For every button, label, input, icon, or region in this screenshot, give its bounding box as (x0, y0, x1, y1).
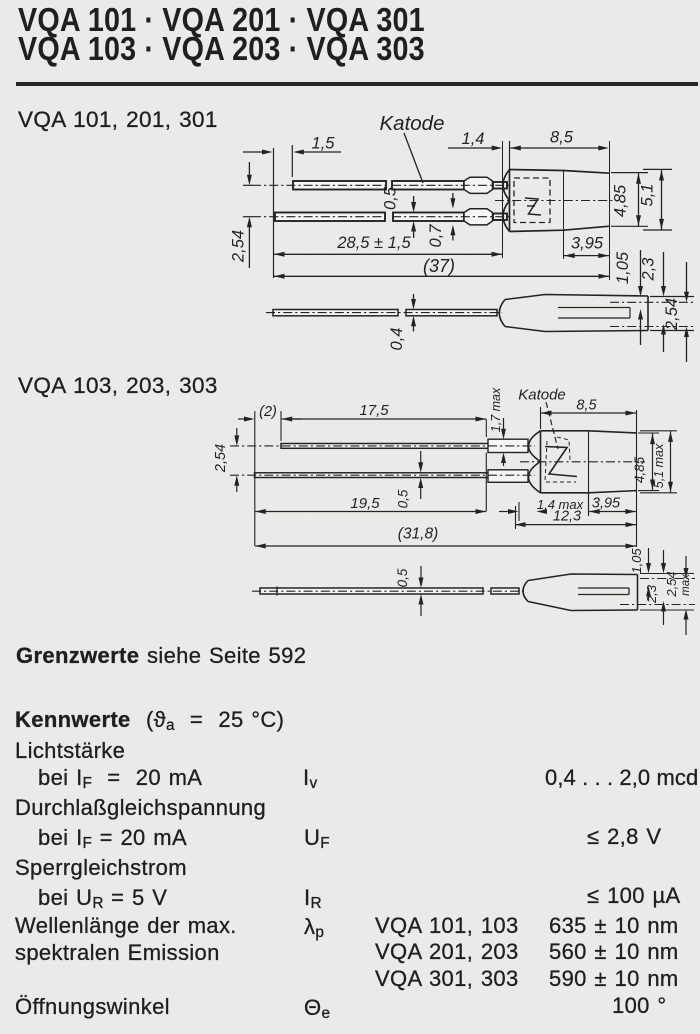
svg-text:1,4: 1,4 (462, 130, 485, 148)
svg-text:0,7: 0,7 (427, 224, 445, 248)
svg-text:2,54: 2,54 (664, 571, 679, 597)
svg-text:17,5: 17,5 (359, 402, 389, 419)
svg-text:(37): (37) (423, 256, 455, 276)
svg-text:0,4: 0,4 (388, 328, 406, 351)
svg-text:3,95: 3,95 (592, 496, 621, 512)
svg-text:1,05: 1,05 (629, 548, 644, 574)
svg-text:1,7 max: 1,7 max (489, 387, 503, 432)
svg-text:28,5 ± 1,5: 28,5 ± 1,5 (336, 234, 411, 252)
svg-text:1,5: 1,5 (312, 135, 336, 153)
svg-text:8,5: 8,5 (576, 398, 597, 414)
svg-text:2,54: 2,54 (213, 444, 229, 473)
svg-text:4,85: 4,85 (632, 456, 647, 483)
svg-text:(31,8): (31,8) (398, 526, 439, 543)
svg-text:19,5: 19,5 (350, 495, 380, 512)
svg-text:0,5: 0,5 (382, 186, 400, 210)
svg-text:5,1 max: 5,1 max (652, 443, 666, 488)
svg-text:2,54: 2,54 (230, 230, 248, 263)
svg-text:1,05: 1,05 (614, 251, 632, 284)
svg-text:8,5: 8,5 (550, 129, 574, 147)
svg-text:2,3: 2,3 (640, 257, 658, 282)
svg-text:2,3: 2,3 (644, 584, 659, 604)
svg-text:Katode: Katode (518, 387, 566, 404)
svg-text:0,5: 0,5 (395, 568, 410, 587)
svg-text:4,85: 4,85 (612, 184, 630, 217)
svg-text:12,3: 12,3 (553, 509, 581, 525)
svg-text:0,5: 0,5 (396, 489, 411, 508)
svg-text:(2): (2) (259, 404, 277, 420)
svg-text:Katode: Katode (380, 112, 445, 135)
svg-text:3,95: 3,95 (571, 235, 604, 253)
svg-text:5,1: 5,1 (639, 184, 657, 207)
